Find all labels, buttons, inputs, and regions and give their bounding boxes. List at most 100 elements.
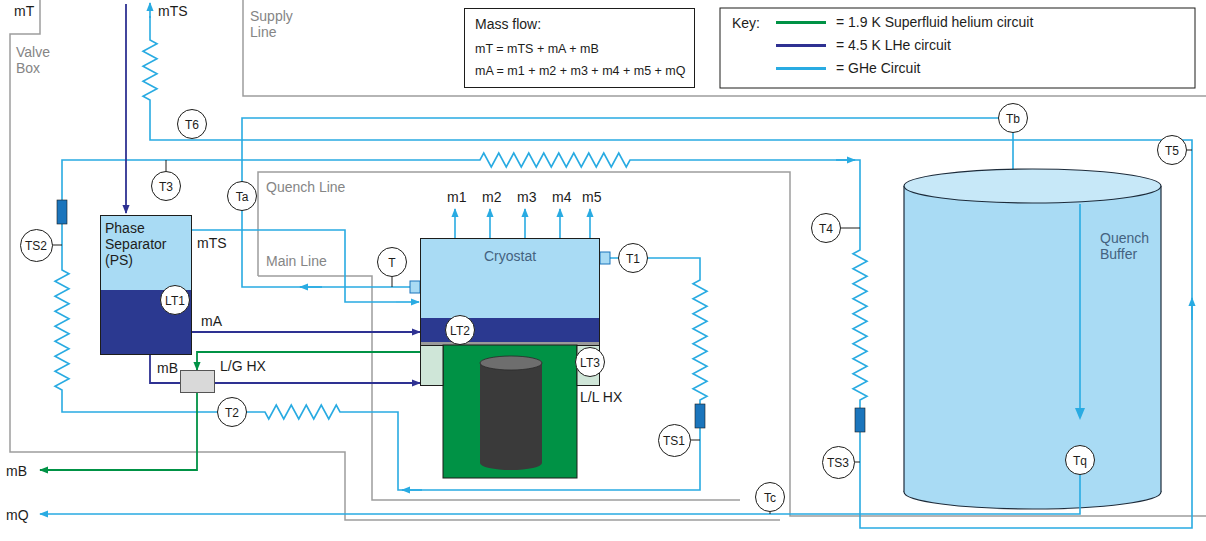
flow-arrow <box>836 159 855 161</box>
sensor-stem <box>841 228 860 229</box>
buffer-outline <box>903 168 1162 510</box>
port-symbol <box>600 252 610 264</box>
region-outline <box>258 172 1206 516</box>
text-holder: Ta <box>236 187 249 205</box>
sensor-tag: TS3 <box>827 456 849 470</box>
sensor-stems <box>51 150 1192 514</box>
text-holder: L/L HX <box>580 388 622 406</box>
flow-label: mB <box>6 463 27 479</box>
text-holder: m3 <box>517 188 536 206</box>
buffer-tank: Tq Quench Buffer <box>903 168 1162 510</box>
flow-label: mTS <box>158 3 188 19</box>
sensor-tag: T6 <box>185 118 199 132</box>
sensor-tag: T2 <box>225 406 239 420</box>
sensor-tag: LT3 <box>580 356 600 370</box>
cryostat-vessel: LT2 Cryostat <box>420 238 600 347</box>
vapour-space <box>420 238 600 318</box>
key-frame <box>720 8 1195 88</box>
sensor-tag: LT2 <box>450 324 470 338</box>
text-holder: Tc <box>764 488 776 506</box>
pipe-connector <box>192 331 420 333</box>
phase-separator-vessel: LT1 Phase Separator (PS) <box>100 215 192 355</box>
vapour-space <box>100 215 192 290</box>
flow-arrow <box>300 286 322 288</box>
flow-arrow <box>402 489 422 491</box>
magnet-cylinder <box>480 363 542 463</box>
flow-arrow <box>524 209 526 238</box>
sensor-tag: LT1 <box>165 294 185 308</box>
sensor-circle: T5 <box>1157 135 1187 165</box>
text-holder: Valve Box <box>16 44 56 76</box>
flow-arrow <box>454 209 456 238</box>
sensor-circle: T3 <box>151 171 181 201</box>
sensor-circle: Ta <box>227 181 257 211</box>
text-holder: m1 <box>447 188 466 206</box>
valve-symbol <box>57 200 67 224</box>
text-holder: T1 <box>626 249 640 267</box>
sensor-tag: TS1 <box>663 434 685 448</box>
text-holder: mTS <box>158 2 188 20</box>
sensor-stem <box>689 440 700 441</box>
region-label: Main Line <box>266 253 327 269</box>
sensor-tag: TS2 <box>25 239 47 253</box>
exchanger-flange <box>577 346 600 386</box>
pipe-connector <box>215 382 420 384</box>
node-label: Quench Buffer <box>1100 230 1158 262</box>
port-symbol <box>410 281 420 293</box>
key-heading: Key: <box>732 15 760 31</box>
exchanger-box <box>181 371 215 393</box>
text-holder: Key: <box>732 14 760 32</box>
text-holder: T2 <box>225 403 239 421</box>
flow-arrow <box>149 3 151 18</box>
text-holder: Quench Line <box>266 178 345 196</box>
text-holder: = GHe Circuit <box>836 60 920 76</box>
text-holder: L/G HX <box>220 357 266 375</box>
llhx-outline <box>420 345 600 478</box>
text-holder: mT <box>14 2 34 20</box>
flow-label: m4 <box>552 189 571 205</box>
tank-wall <box>1160 186 1161 492</box>
sensor-circle: TS2 <box>20 229 53 262</box>
node-label: Phase Separator (PS) <box>105 220 189 268</box>
flow-label: m5 <box>582 189 601 205</box>
sensor-circle: T <box>377 247 407 277</box>
flow-arrow <box>489 209 491 238</box>
text-holder: Mass flow: <box>475 15 541 33</box>
mass-flow-box: Mass flow: mT = mTS + mA + mB mA = m1 + m2… <box>464 8 695 88</box>
node-label: mT = mTS + mA + mB <box>475 41 599 57</box>
valve-symbol <box>855 408 865 432</box>
sensor-stem <box>166 160 167 171</box>
sensor-circle: T1 <box>618 243 648 273</box>
text-holder: mA = m1 + m2 + m3 + m4 + m5 + mQ <box>475 61 686 79</box>
text-holder: Cryostat <box>420 247 600 265</box>
flow-label: mA <box>200 313 223 329</box>
valve-symbol <box>695 404 705 428</box>
sensor-stem <box>392 277 393 287</box>
heat-exchanger: L/G HX <box>180 370 215 393</box>
text-holder: TS3 <box>827 453 849 471</box>
region-label: Supply Line <box>250 8 300 40</box>
text-holder: TS2 <box>25 236 47 254</box>
flow-arrow <box>559 209 561 238</box>
region-outlines <box>10 0 1206 520</box>
flow-label: m3 <box>517 189 536 205</box>
tank-body <box>904 186 1161 492</box>
vessel-wall <box>101 216 192 355</box>
flow-arrow <box>589 209 591 238</box>
gas-pipe <box>40 510 1080 514</box>
text-holder: Supply Line <box>250 8 300 40</box>
sensor-tag: Tq <box>1073 454 1087 468</box>
text-holder: T3 <box>159 177 173 195</box>
text-holder: LT1 <box>165 291 185 309</box>
region-label: Valve Box <box>16 44 56 76</box>
sensor-tag: Tb <box>1006 112 1020 126</box>
text-holder: mTS <box>197 234 227 252</box>
text-holder: m5 <box>582 188 601 206</box>
text-holder: Tb <box>1006 109 1020 127</box>
legend-label: = 1.9 K Superfluid helium circuit <box>836 14 1033 30</box>
sensor-stem <box>1187 150 1192 151</box>
text-holder: = 1.9 K Superfluid helium circuit <box>836 14 1033 30</box>
sensor-circle: LT2 <box>445 315 475 345</box>
sensor-circle: Tq <box>1065 445 1095 475</box>
magnet-cylinder-top <box>480 356 542 370</box>
